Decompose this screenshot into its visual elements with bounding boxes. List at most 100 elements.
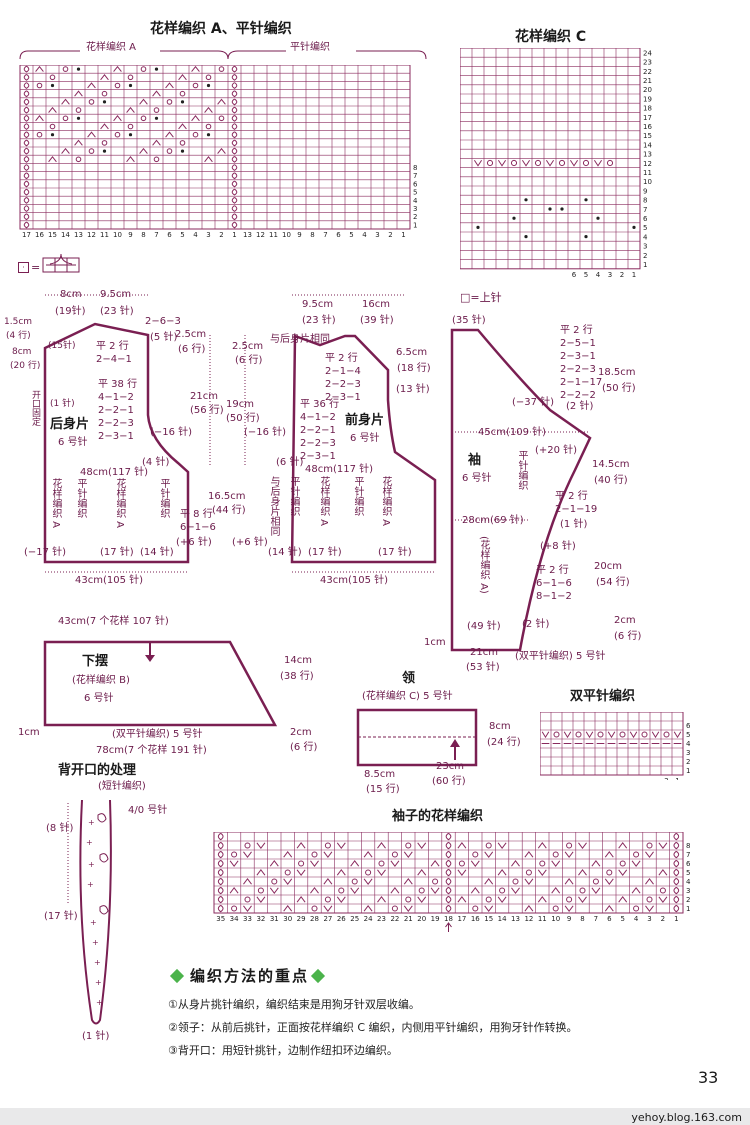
- chart-a-yo: [127, 74, 134, 81]
- chart-a-col-label: 12: [87, 231, 96, 239]
- chart-sl-col-label: 32: [256, 915, 265, 923]
- chart-c-dot: [548, 207, 552, 211]
- chart-sl-dec: [497, 868, 507, 876]
- chart-a-twist: [231, 98, 238, 106]
- chart-a-yo: [218, 66, 225, 72]
- chart-a-col-label: 16: [35, 231, 44, 239]
- chart-c-row-label: 14: [643, 141, 652, 149]
- chart-c-col-label: 1: [632, 271, 636, 279]
- front-w48: 48cm(117 针): [305, 464, 374, 475]
- back-h21-r: (56 行): [190, 405, 224, 416]
- collar-name: 领: [402, 671, 416, 686]
- chart-a-yo: [192, 82, 199, 89]
- chart-dp-yo: [553, 731, 560, 738]
- chart-dp-row-label: 5: [686, 731, 690, 739]
- chart-a-twist: [231, 123, 238, 130]
- chart-a-twist: [231, 197, 238, 204]
- chart-a-twist: [23, 147, 30, 155]
- chart-sl-col-label: 16: [471, 915, 480, 923]
- chart-sl-inc: [484, 905, 494, 913]
- sleeve-st1: (1 针): [560, 519, 588, 530]
- chart-a-dot: [180, 149, 185, 153]
- chart-a-twist: [23, 205, 30, 212]
- back-row: 平 38 行: [98, 379, 138, 390]
- chart-sl-dec: [363, 850, 373, 858]
- chart-sl-inc: [283, 878, 293, 886]
- back-st-m17: (−17 针): [24, 547, 67, 558]
- chart-a-twist: [231, 106, 238, 114]
- sleeve-row: 2−5−1: [560, 338, 596, 349]
- chart-a-yo: [49, 74, 56, 81]
- chart-sl-inc: [484, 851, 494, 859]
- sleeve-h18-5-r: (50 行): [602, 383, 636, 394]
- chart-a-twist: [231, 131, 238, 139]
- double-plain-title: 双平针编织: [570, 689, 636, 704]
- chart-sl-yo: [432, 878, 439, 885]
- sleeve-row: 平 2 行: [555, 491, 588, 502]
- chart-sl-dec: [658, 868, 668, 876]
- back-st15: (15针): [48, 341, 76, 351]
- chart-sl-twist: [673, 859, 680, 868]
- chart-a-dec: [178, 123, 187, 130]
- chart-c-dot: [584, 198, 588, 202]
- chart-c-dot: [512, 216, 516, 220]
- chart-sl-col-label: 24: [364, 915, 373, 923]
- back-opening-st8: (8 针): [46, 823, 74, 834]
- sleeve-w45: 45cm(109 针): [478, 427, 547, 438]
- chart-sl-col-label: 18: [444, 915, 453, 923]
- chart-sl-inc: [658, 842, 668, 850]
- chart-sl-twist: [445, 904, 452, 913]
- note-line: ①从身片挑针编织，编织结束是用狗牙针双层收编。: [168, 998, 420, 1011]
- chart-sl-yo: [405, 896, 412, 903]
- front-row: 平 2 行: [325, 353, 358, 364]
- chart-sl-yo: [619, 860, 626, 867]
- chart-sl-row-label: 4: [686, 878, 691, 886]
- chart-a-dot: [76, 67, 81, 71]
- sleeve-w21: 21cm: [470, 647, 498, 658]
- chart-sl-twist: [217, 868, 224, 877]
- chart-sl-frame: [213, 832, 684, 914]
- chart-a-col-label: 1: [401, 231, 405, 239]
- chart-c-row-label: 20: [643, 86, 652, 94]
- chart-sl-inc: [323, 851, 333, 859]
- chart-sl-dec: [618, 841, 628, 849]
- back-panel-name: 后身片: [50, 417, 90, 432]
- back-panel-outline: [43, 294, 437, 573]
- chart-sl-twist: [445, 832, 452, 841]
- chart-c-col-label: 4: [596, 271, 601, 279]
- chart-a-yo: [153, 156, 160, 163]
- front-rib-a2: 花样编织 A: [380, 476, 391, 527]
- chart-c-inc: [473, 159, 483, 167]
- chart-sl-inc: [497, 842, 507, 850]
- chart-a-yo: [205, 74, 212, 81]
- chart-sl-yo: [391, 905, 398, 912]
- chart-dp-frame: [540, 712, 684, 776]
- sleeve-row: 2−2−2: [560, 390, 596, 401]
- chart-sl-twist: [673, 832, 680, 841]
- chart-dp-yo: [575, 731, 582, 738]
- back-row: 6−1−6: [180, 522, 216, 533]
- chart-sl-inc: [243, 905, 252, 913]
- chart-sl-dec: [296, 895, 306, 903]
- chart-sl-col-label: 10: [551, 915, 560, 923]
- chart-a-yo: [36, 82, 43, 89]
- chart-c-row-label: 10: [643, 178, 652, 186]
- chart-a-col-label: 6: [167, 231, 172, 239]
- back-row: 4−1−2: [98, 392, 134, 403]
- chart-sl-twist: [217, 886, 224, 895]
- chart-c-row-label: 7: [643, 206, 647, 214]
- chart-a-twist: [23, 164, 30, 171]
- chart-a-yo: [114, 82, 121, 89]
- chart-c-yo: [534, 159, 542, 167]
- chart-a-yo: [114, 131, 121, 138]
- front-rib-a: 花样编织 A: [318, 476, 329, 527]
- hem-pattern: (花样编织 B): [72, 675, 130, 686]
- sleeve-rows-top: 平 2 行 2−5−1 2−3−1 2−2−3 2−1−17 2−2−2: [560, 324, 602, 402]
- chart-sl-twist: [217, 859, 224, 868]
- front-row: 2−3−1: [300, 451, 336, 462]
- chart-sl-col-label: 15: [484, 915, 493, 923]
- diamond-icon: [169, 968, 185, 984]
- chart-dp-col-label: 1: [675, 777, 679, 780]
- chart-sl-inc: [645, 851, 654, 859]
- chart-sl-dec: [591, 859, 601, 867]
